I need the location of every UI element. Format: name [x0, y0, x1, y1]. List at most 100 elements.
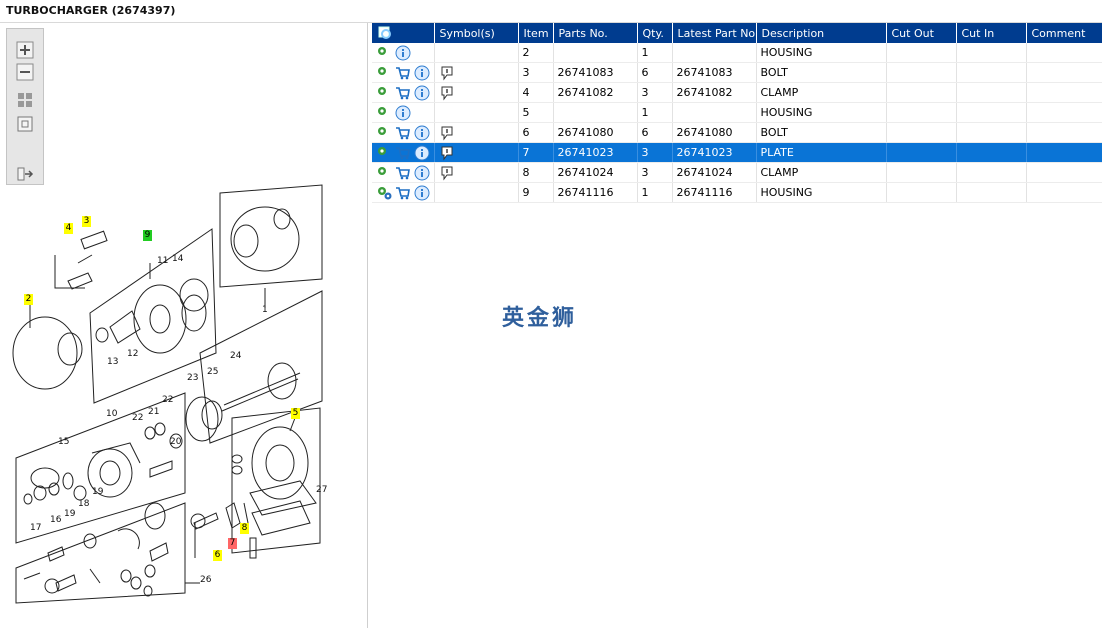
callout-tag[interactable]: 9	[143, 230, 152, 241]
cut-in-cell	[956, 43, 1027, 63]
cart-icon[interactable]	[395, 165, 411, 181]
speech-bubble-icon[interactable]	[439, 65, 455, 81]
cart-icon[interactable]	[395, 145, 411, 161]
cut-in-cell	[956, 122, 1027, 143]
cut-out-cell	[886, 82, 957, 103]
column-header[interactable]: Qty.	[637, 23, 673, 43]
assembly-icon[interactable]	[376, 165, 392, 181]
info-icon[interactable]	[414, 185, 430, 201]
assembly-icon[interactable]	[376, 85, 392, 101]
part-label: 26	[200, 575, 212, 585]
info-icon[interactable]	[414, 125, 430, 141]
row-actions-cell	[372, 142, 435, 163]
comment-cell	[1026, 62, 1102, 83]
part-label: 25	[207, 367, 219, 377]
info-icon[interactable]	[414, 165, 430, 181]
latest-part-cell: 26741024	[672, 162, 757, 183]
row-actions-cell	[372, 43, 435, 63]
item-cell: 6	[518, 122, 554, 143]
part-label: 10	[106, 409, 118, 419]
qty-cell: 3	[637, 82, 673, 103]
export-icon[interactable]	[16, 165, 34, 183]
speech-bubble-icon[interactable]	[439, 145, 455, 161]
callout-tag[interactable]: 2	[24, 294, 33, 305]
description-cell: BOLT	[756, 122, 887, 143]
info-icon[interactable]	[395, 105, 411, 121]
fit-page-icon[interactable]	[16, 91, 34, 109]
part-label: 19	[92, 487, 104, 497]
cart-icon[interactable]	[395, 85, 411, 101]
qty-cell: 6	[637, 62, 673, 83]
diagram-toolbar	[6, 28, 44, 185]
cut-in-cell	[956, 162, 1027, 183]
assembly-icon[interactable]	[376, 65, 392, 81]
part-label: 14	[172, 254, 184, 264]
cart-icon[interactable]	[395, 125, 411, 141]
speech-bubble-icon[interactable]	[439, 125, 455, 141]
info-icon[interactable]	[414, 65, 430, 81]
column-header[interactable]: Latest Part No.	[672, 23, 757, 43]
watermark: 英金狮	[502, 306, 578, 331]
info-icon[interactable]	[414, 85, 430, 101]
callout-tag[interactable]: 8	[240, 523, 249, 534]
speech-bubble-icon[interactable]	[439, 85, 455, 101]
item-cell: 8	[518, 162, 554, 183]
group-box-4	[15, 392, 186, 544]
part-label: 22	[162, 395, 174, 405]
qty-cell: 3	[637, 142, 673, 163]
column-header[interactable]: Symbol(s)	[434, 23, 519, 43]
part-number-cell	[553, 102, 638, 123]
row-actions-cell	[372, 182, 435, 203]
callout-tag[interactable]: 4	[64, 223, 73, 234]
callout-tag[interactable]: 7	[228, 538, 237, 549]
column-header[interactable]: Cut In	[956, 23, 1027, 43]
column-header[interactable]: Parts No.	[553, 23, 638, 43]
zoom-out-icon[interactable]	[16, 63, 34, 81]
symbol-cell	[434, 182, 519, 203]
column-filter-icon[interactable]	[372, 23, 435, 43]
qty-cell: 1	[637, 182, 673, 203]
assembly-icon[interactable]	[376, 105, 392, 121]
assembly-icon[interactable]	[376, 125, 392, 141]
cut-out-cell	[886, 162, 957, 183]
callout-tag[interactable]: 5	[291, 408, 300, 419]
cut-in-cell	[956, 142, 1027, 163]
column-header[interactable]: Description	[756, 23, 887, 43]
part-label: 18	[78, 499, 90, 509]
info-icon[interactable]	[395, 45, 411, 61]
column-header[interactable]: Cut Out	[886, 23, 957, 43]
item-cell: 2	[518, 43, 554, 63]
assembly-icon[interactable]	[376, 145, 392, 161]
cart-icon[interactable]	[395, 65, 411, 81]
speech-bubble-icon[interactable]	[439, 165, 455, 181]
part-number-cell: 26741082	[553, 82, 638, 103]
zoom-in-icon[interactable]	[16, 41, 34, 59]
description-cell: HOUSING	[756, 182, 887, 203]
actual-size-icon[interactable]	[16, 115, 34, 133]
latest-part-cell: 26741082	[672, 82, 757, 103]
callout-tag[interactable]: 6	[213, 550, 222, 561]
part-label: 23	[187, 373, 199, 383]
description-cell: CLAMP	[756, 82, 887, 103]
part-label: 11	[157, 256, 169, 266]
filter-icon[interactable]	[377, 25, 393, 41]
assembly-icon[interactable]	[376, 185, 392, 201]
cut-out-cell	[886, 122, 957, 143]
latest-part-cell: 26741023	[672, 142, 757, 163]
info-icon[interactable]	[414, 145, 430, 161]
assembly-icon[interactable]	[376, 45, 392, 61]
qty-cell: 3	[637, 162, 673, 183]
column-header[interactable]: Item	[518, 23, 554, 43]
column-header[interactable]: Comment	[1026, 23, 1102, 43]
callout-tag[interactable]: 3	[82, 216, 91, 227]
cart-icon[interactable]	[395, 185, 411, 201]
